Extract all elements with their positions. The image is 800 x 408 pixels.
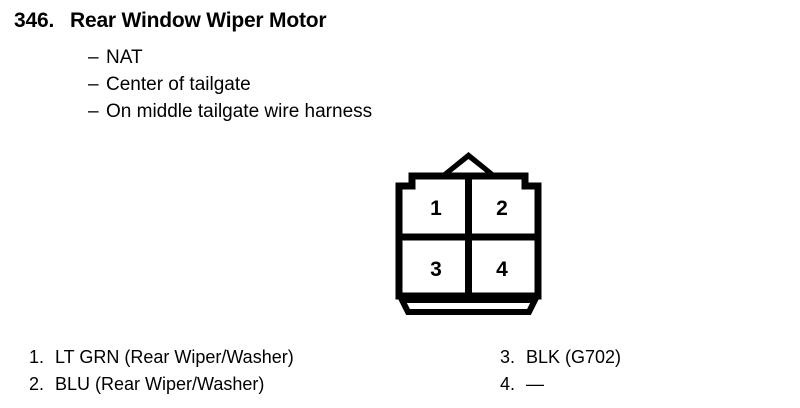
entry-number: 346. [14, 9, 55, 32]
legend-item: 3. BLK (G702) [500, 344, 621, 371]
legend-item-index: 3. [500, 347, 516, 367]
dash-bullet: – [88, 101, 99, 122]
legend-item: 1. LT GRN (Rear Wiper/Washer) [29, 344, 294, 371]
legend-item-label: BLK (G702) [526, 347, 622, 367]
pin-legend-left-column: 1. LT GRN (Rear Wiper/Washer) 2. BLU (Rear… [29, 344, 294, 398]
pin-number-2: 2 [496, 197, 508, 220]
pin-number-4: 4 [496, 258, 508, 281]
pin-legend-right-column: 3. BLK (G702) 4. — [500, 344, 621, 398]
list-item: –On middle tailgate wire harness [88, 98, 372, 125]
list-item-label: Center of tailgate [106, 74, 251, 95]
legend-item-index: 4. [500, 374, 516, 394]
legend-item-label: LT GRN (Rear Wiper/Washer) [55, 347, 294, 367]
pin-legend: 1. LT GRN (Rear Wiper/Washer) 2. BLU (Rear… [0, 344, 800, 404]
detail-list: –NAT –Center of tailgate –On middle tail… [88, 44, 372, 125]
legend-item: 2. BLU (Rear Wiper/Washer) [29, 371, 294, 398]
legend-item-label: — [526, 374, 544, 394]
list-item-label: On middle tailgate wire harness [106, 101, 373, 122]
dash-bullet: – [88, 74, 99, 95]
list-item: –NAT [88, 44, 372, 71]
page-title: 346. Rear Window Wiper Motor [14, 9, 327, 33]
legend-item-index: 1. [29, 347, 45, 367]
connector-diagram: 1 2 3 4 [386, 148, 551, 318]
legend-item: 4. — [500, 371, 621, 398]
dash-bullet: – [88, 47, 99, 68]
connector-bottom-flange [397, 297, 540, 315]
pin-number-1: 1 [430, 197, 442, 220]
list-item: –Center of tailgate [88, 71, 372, 98]
pin-number-3: 3 [430, 258, 442, 281]
keying-tab-icon [439, 152, 498, 176]
legend-item-label: BLU (Rear Wiper/Washer) [55, 374, 265, 394]
legend-item-index: 2. [29, 374, 45, 394]
list-item-label: NAT [106, 47, 143, 68]
entry-title: Rear Window Wiper Motor [70, 9, 327, 32]
